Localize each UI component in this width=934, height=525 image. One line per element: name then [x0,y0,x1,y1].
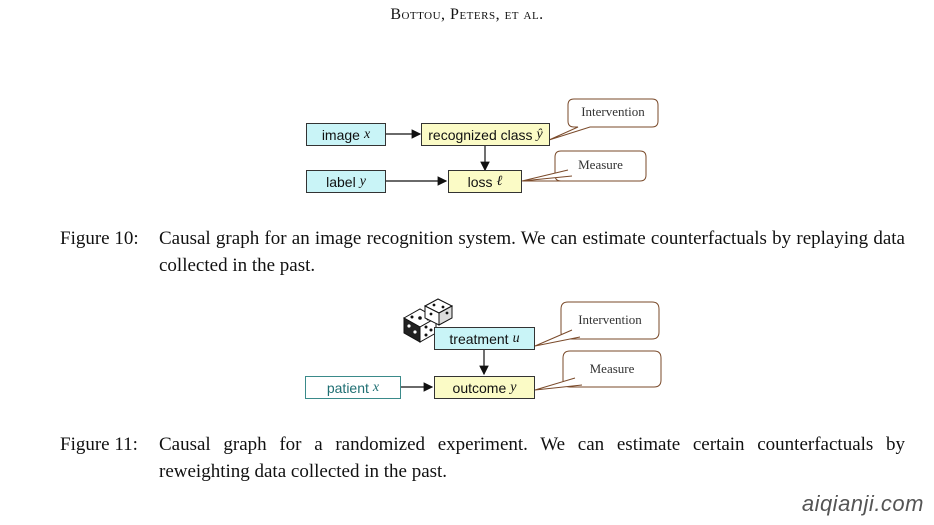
figure-10-text: Causal graph for an image recognition sy… [159,228,905,276]
callout-tail-measure-10 [521,169,573,182]
figure-10-caption: Figure 10: Causal graph for an image rec… [60,225,905,279]
running-head: Bottou, Peters, et al. [390,6,544,23]
callout-bubble-measure-11 [562,350,662,388]
watermark: aiqianji.com [801,491,924,516]
callout-tail-measure-11 [534,377,583,391]
callout-intervention-10: Intervention [581,104,645,119]
figure-11-text: Causal graph for a randomized experiment… [159,434,905,482]
callout-measure-10: Measure [578,157,623,172]
figure-11-caption: Figure 11: Causal graph for a randomized… [60,431,905,485]
callout-bubble-measure-10 [523,150,647,182]
dice-icon [402,298,454,343]
callout-intervention-11: Intervention [578,312,642,327]
callout-bubble-intervention-10 [548,98,659,141]
callout-tail-intervention-11 [534,329,581,347]
figure-10-label: Figure 10: [60,228,139,249]
callout-bubble-intervention-11 [560,301,660,340]
callout-measure-11: Measure [589,361,635,376]
figure-11-label: Figure 11: [60,434,138,455]
